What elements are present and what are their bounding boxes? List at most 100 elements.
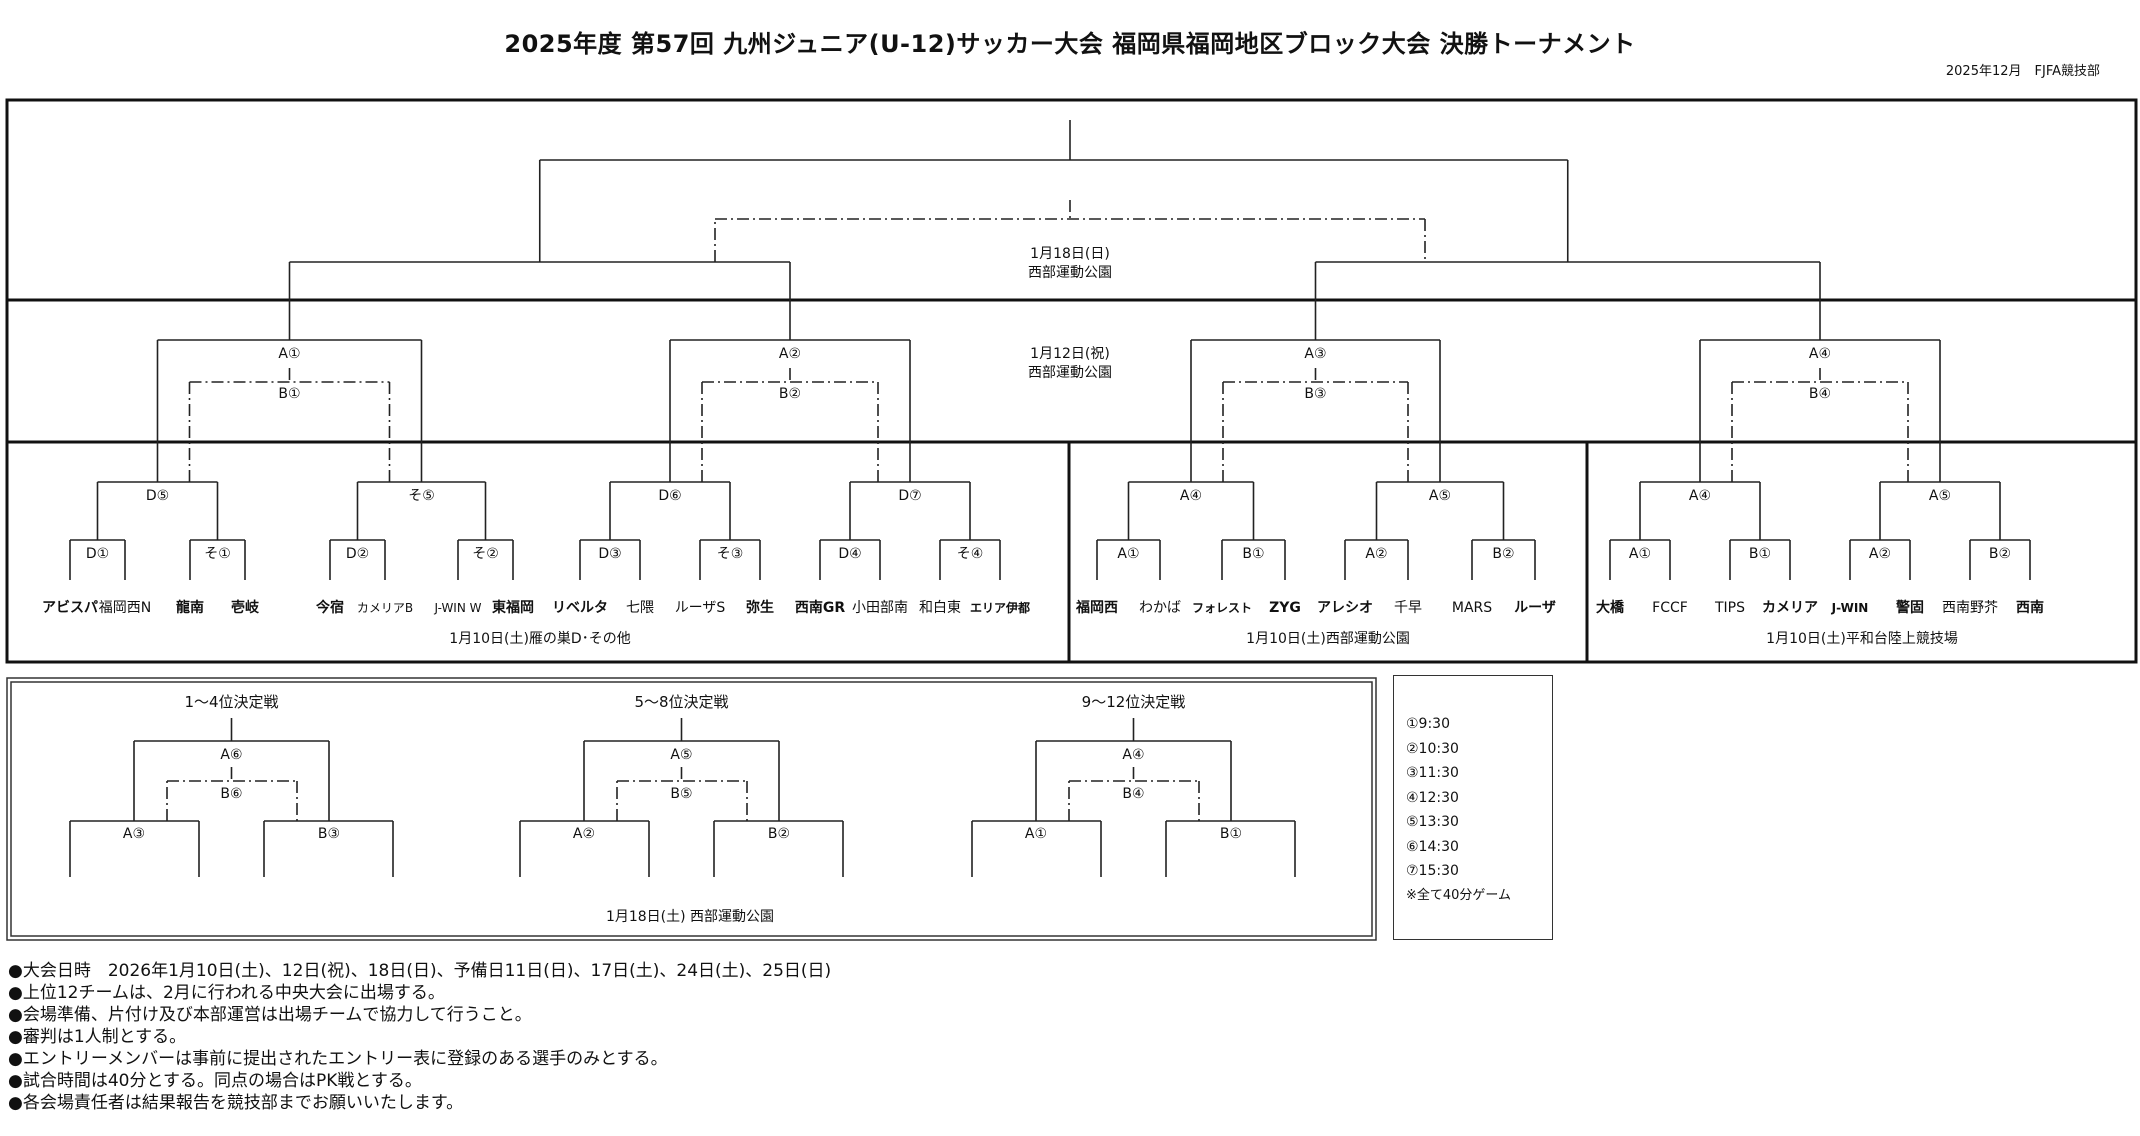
schedule-time: ②10:30 (1406, 740, 1459, 757)
team-name: ZYG (1269, 600, 1301, 616)
team-name: 西南野芥 (1942, 600, 1998, 616)
team-name: TIPS (1714, 600, 1745, 616)
note-item: ●会場準備、片付け及び本部運営は出場チームで協力して行うこと。 (8, 1005, 532, 1025)
match-label: D④ (838, 546, 861, 562)
second-round-date: 1月12日(祝) (1030, 346, 1110, 362)
schedule-time: ①9:30 (1406, 716, 1450, 732)
match-label: B④ (1122, 786, 1144, 802)
match-label: A② (1365, 546, 1387, 562)
first-round-venue: 1月10日(土)雁の巣D･その他 (449, 631, 630, 647)
team-name: わかば (1139, 600, 1181, 616)
team-name: フォレスト (1192, 601, 1252, 615)
schedule-time: ⑦15:30 (1406, 863, 1459, 879)
team-name: アビスパ (42, 600, 98, 616)
match-label: B② (1492, 546, 1514, 562)
match-label: A① (1117, 546, 1139, 562)
match-label: そ④ (957, 546, 984, 562)
team-name: 今宿 (315, 599, 344, 616)
match-label: A③ (1304, 346, 1326, 362)
match-label: A② (779, 346, 801, 362)
match-label: B③ (1304, 386, 1326, 402)
team-name: MARS (1452, 600, 1492, 616)
team-name: 七隈 (626, 600, 654, 616)
team-name: 東福岡 (492, 599, 534, 616)
match-label: B① (1220, 826, 1242, 842)
schedule-time: ⑥14:30 (1406, 838, 1459, 855)
schedule-time: ⑤13:30 (1406, 814, 1459, 830)
placement-title: 5～8位決定戦 (634, 693, 728, 711)
first-round-venue: 1月10日(土)平和台陸上競技場 (1766, 631, 1958, 647)
team-name: リベルタ (552, 600, 608, 616)
match-label: B① (1749, 546, 1771, 562)
team-name: J-WIN W (433, 601, 481, 615)
team-name: 警固 (1896, 599, 1924, 616)
placement-title: 1～4位決定戦 (184, 693, 278, 711)
team-name: 龍南 (176, 599, 204, 616)
team-name: ルーザ (1514, 600, 1556, 616)
match-label: A⑥ (220, 747, 242, 763)
match-label: D③ (598, 546, 621, 562)
match-label: A⑤ (670, 747, 692, 763)
page-title: 2025年度 第57回 九州ジュニア(U-12)サッカー大会 福岡県福岡地区ブロ… (504, 30, 1636, 58)
placement-frame-outer (6, 677, 1377, 941)
match-label: A① (1025, 826, 1047, 842)
match-label: A④ (1689, 488, 1711, 504)
team-name: FCCF (1652, 600, 1688, 616)
match-label: D⑦ (898, 488, 921, 504)
final-date: 1月18日(日) (1030, 246, 1110, 262)
team-name: 小田部南 (852, 600, 908, 616)
note-item: ●各会場責任者は結果報告を競技部までお願いいたします。 (8, 1093, 464, 1113)
note-item: ●試合時間は40分とする。同点の場合はPK戦とする。 (8, 1071, 422, 1091)
issuer-label: 2025年12月 FJFA競技部 (1945, 64, 2100, 79)
match-label: A① (1629, 546, 1651, 562)
team-name: 福岡西 (1075, 599, 1118, 616)
team-name: カメリアB (357, 601, 413, 615)
match-label: そ① (204, 546, 231, 562)
match-label: B⑤ (670, 786, 692, 802)
placement-frame-inner (10, 681, 1373, 937)
match-label: B④ (1809, 386, 1831, 402)
bracket-labels: D① そ① D② そ② D③ そ③ D④ そ④ D⑤ そ⑤ D⑥ D⑦ アビスパ福岡西N 龍南 壱岐 今宿カメ… (42, 346, 2044, 647)
note-item: ●エントリーメンバーは事前に提出されたエントリー表に登録のある選手のみとする。 (8, 1049, 668, 1069)
team-name: エリア伊都 (970, 600, 1030, 615)
team-name: 西南 (2016, 599, 2044, 616)
team-name: 弥生 (746, 599, 774, 616)
team-name: 福岡西N (99, 600, 151, 616)
schedule-time: ④12:30 (1406, 789, 1459, 806)
first-round-venue: 1月10日(土)西部運動公園 (1246, 631, 1410, 647)
note-item: ●大会日時 2026年1月10日(土)、12日(祝)、18日(日)、予備日11日… (8, 961, 832, 981)
schedule-box: ①9:30 ②10:30 ③11:30 ④12:30 ⑤13:30 ⑥14:30… (1393, 675, 1553, 940)
note-item: ●審判は1人制とする。 (8, 1027, 187, 1047)
second-round-venue: 西部運動公園 (1028, 365, 1112, 381)
match-label: A④ (1122, 747, 1144, 763)
match-label: B③ (318, 826, 340, 842)
team-name: 壱岐 (231, 599, 260, 616)
match-label: A② (1869, 546, 1891, 562)
match-label: B① (278, 386, 300, 402)
team-name: J-WIN (1831, 601, 1869, 615)
match-label: A① (278, 346, 300, 362)
match-label: D② (346, 546, 369, 562)
match-label: B② (1989, 546, 2011, 562)
match-label: そ③ (717, 546, 744, 562)
match-label: B② (768, 826, 790, 842)
match-label: そ② (472, 546, 499, 562)
team-name: 大橋 (1596, 599, 1625, 616)
note-item: ●上位12チームは、2月に行われる中央大会に出場する。 (8, 983, 445, 1003)
team-name: 西南GR (795, 599, 845, 616)
match-label: A③ (123, 826, 145, 842)
match-label: A② (573, 826, 595, 842)
placement-venue: 1月18日(土) 西部運動公園 (606, 909, 774, 925)
team-name: アレシオ (1317, 600, 1373, 616)
match-label: A⑤ (1429, 488, 1451, 504)
match-label: A⑤ (1929, 488, 1951, 504)
team-name: ルーザS (675, 600, 726, 616)
final-venue: 西部運動公園 (1028, 265, 1112, 281)
match-label: D① (86, 546, 109, 562)
match-label: D⑥ (658, 488, 681, 504)
match-label: B⑥ (220, 786, 242, 802)
match-label: そ⑤ (408, 488, 435, 504)
team-name: 和白東 (919, 600, 961, 616)
match-label: D⑤ (146, 488, 169, 504)
